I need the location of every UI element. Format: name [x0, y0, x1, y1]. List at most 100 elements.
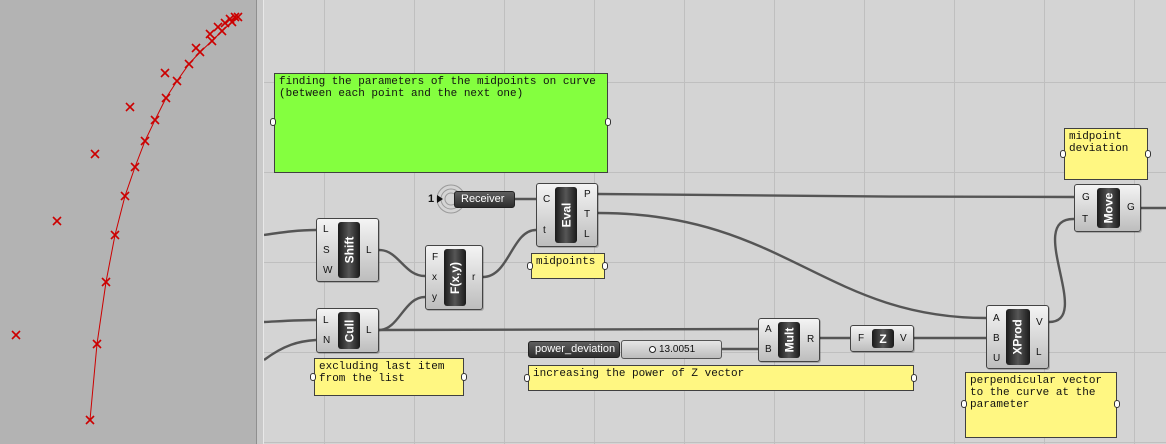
wire-to-cull-l [264, 318, 317, 324]
component-label: F(x,y) [444, 249, 466, 306]
slider-name: power_deviation [528, 341, 620, 358]
output-port[interactable]: r [472, 272, 476, 283]
x-marker-icon [85, 415, 95, 425]
output-port[interactable]: L [366, 325, 372, 336]
wire-to-cull-n [264, 338, 317, 361]
input-port[interactable]: L [323, 224, 329, 235]
input-port[interactable]: B [993, 333, 1000, 344]
input-port[interactable]: t [543, 225, 546, 236]
output-port[interactable]: V [1036, 317, 1043, 328]
panel-input-grip[interactable] [270, 118, 276, 126]
output-port[interactable]: V [900, 333, 907, 344]
wire-cull-to-fxy-y [378, 295, 426, 332]
input-port[interactable]: N [323, 335, 331, 346]
input-port[interactable]: F [858, 333, 865, 344]
panel-output-grip[interactable] [602, 262, 608, 270]
input-port[interactable]: T [1082, 214, 1089, 225]
panel-output-grip[interactable] [1114, 400, 1120, 408]
panel-output-grip[interactable] [605, 118, 611, 126]
panel-midpoint-parameters[interactable]: finding the parameters of the midpoints … [274, 73, 608, 173]
x-marker-icon [110, 230, 120, 240]
viewport-splitter[interactable] [256, 0, 264, 444]
panel-output-grip[interactable] [911, 374, 917, 382]
panel-input-grip[interactable] [310, 373, 316, 381]
x-marker-icon [172, 76, 182, 86]
receiver-node[interactable]: Receiver [454, 191, 515, 208]
x-marker-icon [11, 330, 21, 340]
panel-output-grip[interactable] [1145, 150, 1151, 158]
move-component[interactable]: G T Move G [1074, 184, 1141, 232]
x-marker-icon [90, 149, 100, 159]
x-marker-icon [213, 22, 223, 32]
x-marker-icon [225, 14, 235, 24]
input-port[interactable]: B [765, 344, 772, 355]
wire-fxy-to-eval-t [482, 228, 537, 279]
wire-to-shift-l [264, 228, 317, 237]
panel-midpoints[interactable]: midpoints [531, 253, 605, 279]
panel-input-grip[interactable] [1060, 150, 1066, 158]
x-marker-icon [161, 93, 171, 103]
fxy-expression-component[interactable]: F x y F(x,y) r [425, 245, 483, 310]
panel-input-grip[interactable] [524, 374, 530, 382]
output-port[interactable]: L [1036, 347, 1042, 358]
output-port[interactable]: T [584, 209, 591, 220]
power-deviation-slider[interactable]: 13.0051 [621, 340, 722, 359]
grasshopper-canvas[interactable]: finding the parameters of the midpoints … [264, 0, 1166, 444]
component-label: Cull [338, 312, 360, 349]
panel-input-grip[interactable] [961, 400, 967, 408]
output-port[interactable]: P [584, 189, 591, 200]
x-marker-icon [140, 136, 150, 146]
x-marker-icon [101, 277, 111, 287]
wires [264, 192, 1166, 361]
x-marker-icon [205, 29, 215, 39]
panel-input-grip[interactable] [527, 262, 533, 270]
component-label: Eval [555, 187, 577, 243]
x-marker-icon [230, 12, 240, 22]
input-port[interactable]: S [323, 245, 330, 256]
wire-xprod-to-move-t [1048, 217, 1075, 324]
cull-index-component[interactable]: L N Cull L [316, 308, 379, 353]
curve-line [89, 16, 239, 421]
panel-midpoint-deviation[interactable]: midpoint deviation [1064, 128, 1148, 180]
x-marker-icon [120, 191, 130, 201]
input-port[interactable]: A [993, 313, 1000, 324]
panel-excluding-last[interactable]: excluding last item from the list [314, 358, 464, 396]
component-label: Move [1097, 188, 1120, 228]
input-port[interactable]: x [432, 272, 437, 283]
x-marker-icon [184, 59, 194, 69]
x-marker-icon [233, 12, 243, 22]
unit-z-component[interactable]: F Z V [850, 325, 914, 352]
slider-value: 13.0051 [659, 344, 696, 355]
input-port[interactable]: L [323, 315, 329, 326]
input-port[interactable]: W [323, 265, 333, 276]
x-marker-icon [207, 36, 217, 46]
evaluate-curve-component[interactable]: C t Eval P T L [536, 183, 598, 247]
multiplication-component[interactable]: A B Mult R [758, 318, 820, 362]
cross-product-component[interactable]: A B U XProd V L [986, 305, 1049, 369]
x-marker-icon [125, 102, 135, 112]
input-port[interactable]: A [765, 324, 772, 335]
input-port[interactable]: y [432, 292, 437, 303]
x-marker-icon [92, 339, 102, 349]
input-port[interactable]: C [543, 194, 551, 205]
x-marker-icon [160, 68, 170, 78]
output-port[interactable]: G [1127, 202, 1135, 213]
panel-increasing-power[interactable]: increasing the power of Z vector [528, 365, 914, 391]
panel-output-grip[interactable] [461, 373, 467, 381]
x-marker-icon [150, 115, 160, 125]
wire-eval-t-to-xprod-a [597, 211, 987, 320]
slider-knob-icon[interactable] [649, 346, 656, 353]
rhino-viewport[interactable] [0, 0, 256, 444]
wire-cull-to-mult-a [378, 327, 759, 332]
component-label: Z [872, 329, 894, 348]
output-port[interactable]: L [366, 245, 372, 256]
input-port[interactable]: G [1082, 192, 1090, 203]
input-port[interactable]: U [993, 353, 1001, 364]
input-port[interactable]: F [432, 252, 439, 263]
output-port[interactable]: L [584, 229, 590, 240]
panel-perpendicular[interactable]: perpendicular vector to the curve at the… [965, 372, 1117, 438]
output-port[interactable]: R [807, 334, 815, 345]
x-marker-icon [52, 216, 62, 226]
shift-list-component[interactable]: L S W Shift L [316, 218, 379, 282]
x-marker-icon [191, 43, 201, 53]
